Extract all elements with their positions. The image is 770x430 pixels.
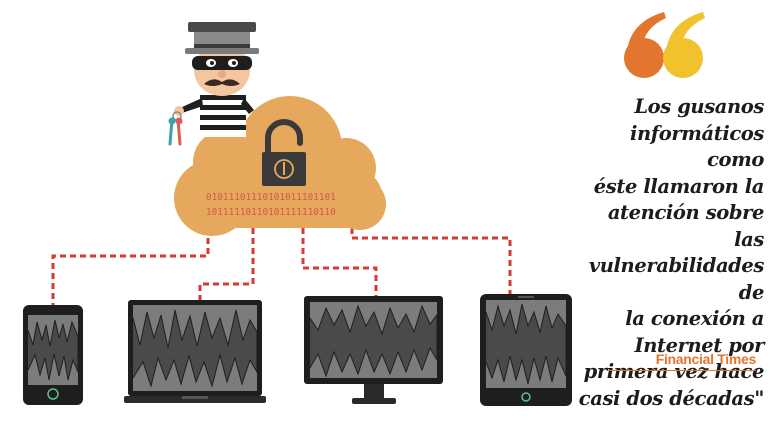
quote-line: Internet por	[634, 333, 765, 357]
cloud	[174, 96, 386, 236]
open-padlock-icon	[262, 119, 306, 186]
burglar-with-keys	[168, 22, 259, 146]
source-underline	[608, 370, 756, 371]
quote-line: vulnerabilidades de	[588, 254, 765, 304]
binary-line-2: 10111110110101111110110	[206, 207, 336, 218]
link-phone	[51, 228, 210, 305]
link-laptop	[198, 228, 255, 300]
quote-line: casi dos décadas"	[578, 386, 765, 410]
tablet	[480, 294, 572, 406]
quote-text: Los gusanos informáticos como éste llama…	[578, 94, 765, 412]
network-connections	[51, 228, 512, 305]
quote-line: primera vez hace	[583, 360, 765, 383]
smartphone	[23, 305, 83, 405]
quote-line: atención sobre las	[607, 201, 765, 251]
tablet-graph	[485, 303, 567, 385]
quote-line: éste llamaron la	[593, 174, 765, 198]
monitor-graph	[309, 304, 438, 378]
laptop-graph	[132, 309, 258, 388]
phone-graph	[27, 319, 79, 381]
quote-line: informáticos como	[630, 121, 764, 172]
laptop	[124, 300, 266, 403]
quote-source: Financial Times	[655, 351, 757, 367]
link-tablet	[350, 228, 512, 294]
binary-line-1: 01011101110101011101101	[206, 192, 336, 203]
double-quote-icon	[624, 12, 705, 78]
desktop-monitor	[304, 296, 443, 404]
quote-line: Los gusanos	[634, 95, 764, 118]
quote-line: la conexión a	[625, 307, 764, 330]
link-monitor	[301, 228, 378, 296]
